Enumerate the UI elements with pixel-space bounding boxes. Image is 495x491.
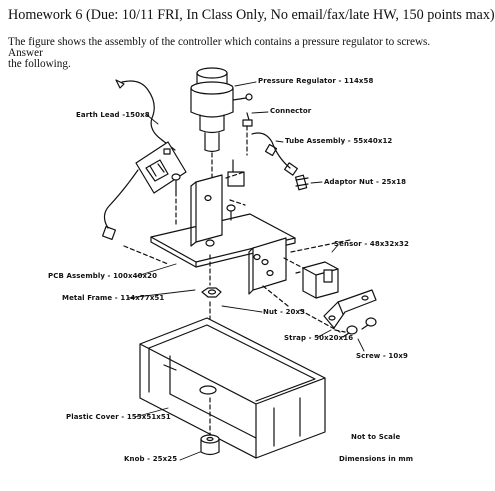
nut-part <box>201 287 222 298</box>
label-knob: Knob - 25x25 <box>124 455 178 463</box>
label-tube-assembly: Tube Assembly - 55x40x12 <box>285 137 393 145</box>
label-pressure-regulator: Pressure Regulator - 114x58 <box>258 77 374 85</box>
label-not-to-scale: Not to Scale <box>351 433 401 441</box>
pcb-assembly-part <box>101 141 187 241</box>
label-connector: Connector <box>270 107 312 115</box>
pressure-regulator-part <box>190 67 253 186</box>
label-plastic-cover: Plastic Cover - 155x51x51 <box>66 413 171 421</box>
label-nut: Nut - 20x3 <box>263 308 306 316</box>
connector-part <box>227 112 253 187</box>
plastic-cover-part <box>139 317 326 459</box>
knob-part <box>200 434 220 456</box>
adaptor-nut-part <box>294 174 309 191</box>
page-title: Homework 6 (Due: 10/11 FRI, In Class Onl… <box>8 7 495 23</box>
problem-description: The figure shows the assembly of the con… <box>8 36 466 70</box>
label-earth-lead: Earth Lead -150x8 <box>76 111 150 119</box>
metal-frame-part <box>150 174 296 295</box>
label-sensor: Sensor - 48x32x32 <box>334 240 409 248</box>
label-screw: Screw - 10x9 <box>356 352 408 360</box>
description-line-2: the following. <box>8 58 71 70</box>
label-metal-frame: Metal Frame - 114x77x51 <box>62 294 165 302</box>
screw-part <box>299 309 377 338</box>
description-line-1: The figure shows the assembly of the con… <box>8 36 431 59</box>
label-adaptor-nut: Adaptor Nut - 25x18 <box>324 178 407 186</box>
assembly-guide-lines <box>123 171 351 441</box>
assembly-drawing <box>101 67 377 461</box>
sensor-part <box>283 257 339 299</box>
leader-lines <box>127 81 365 461</box>
strap-part <box>323 289 377 329</box>
label-strap: Strap - 50x20x16 <box>284 334 354 342</box>
frame-screws <box>171 173 261 261</box>
label-dimensions: Dimensions in mm <box>339 455 414 463</box>
label-pcb-assembly: PCB Assembly - 100x40x20 <box>48 272 158 280</box>
